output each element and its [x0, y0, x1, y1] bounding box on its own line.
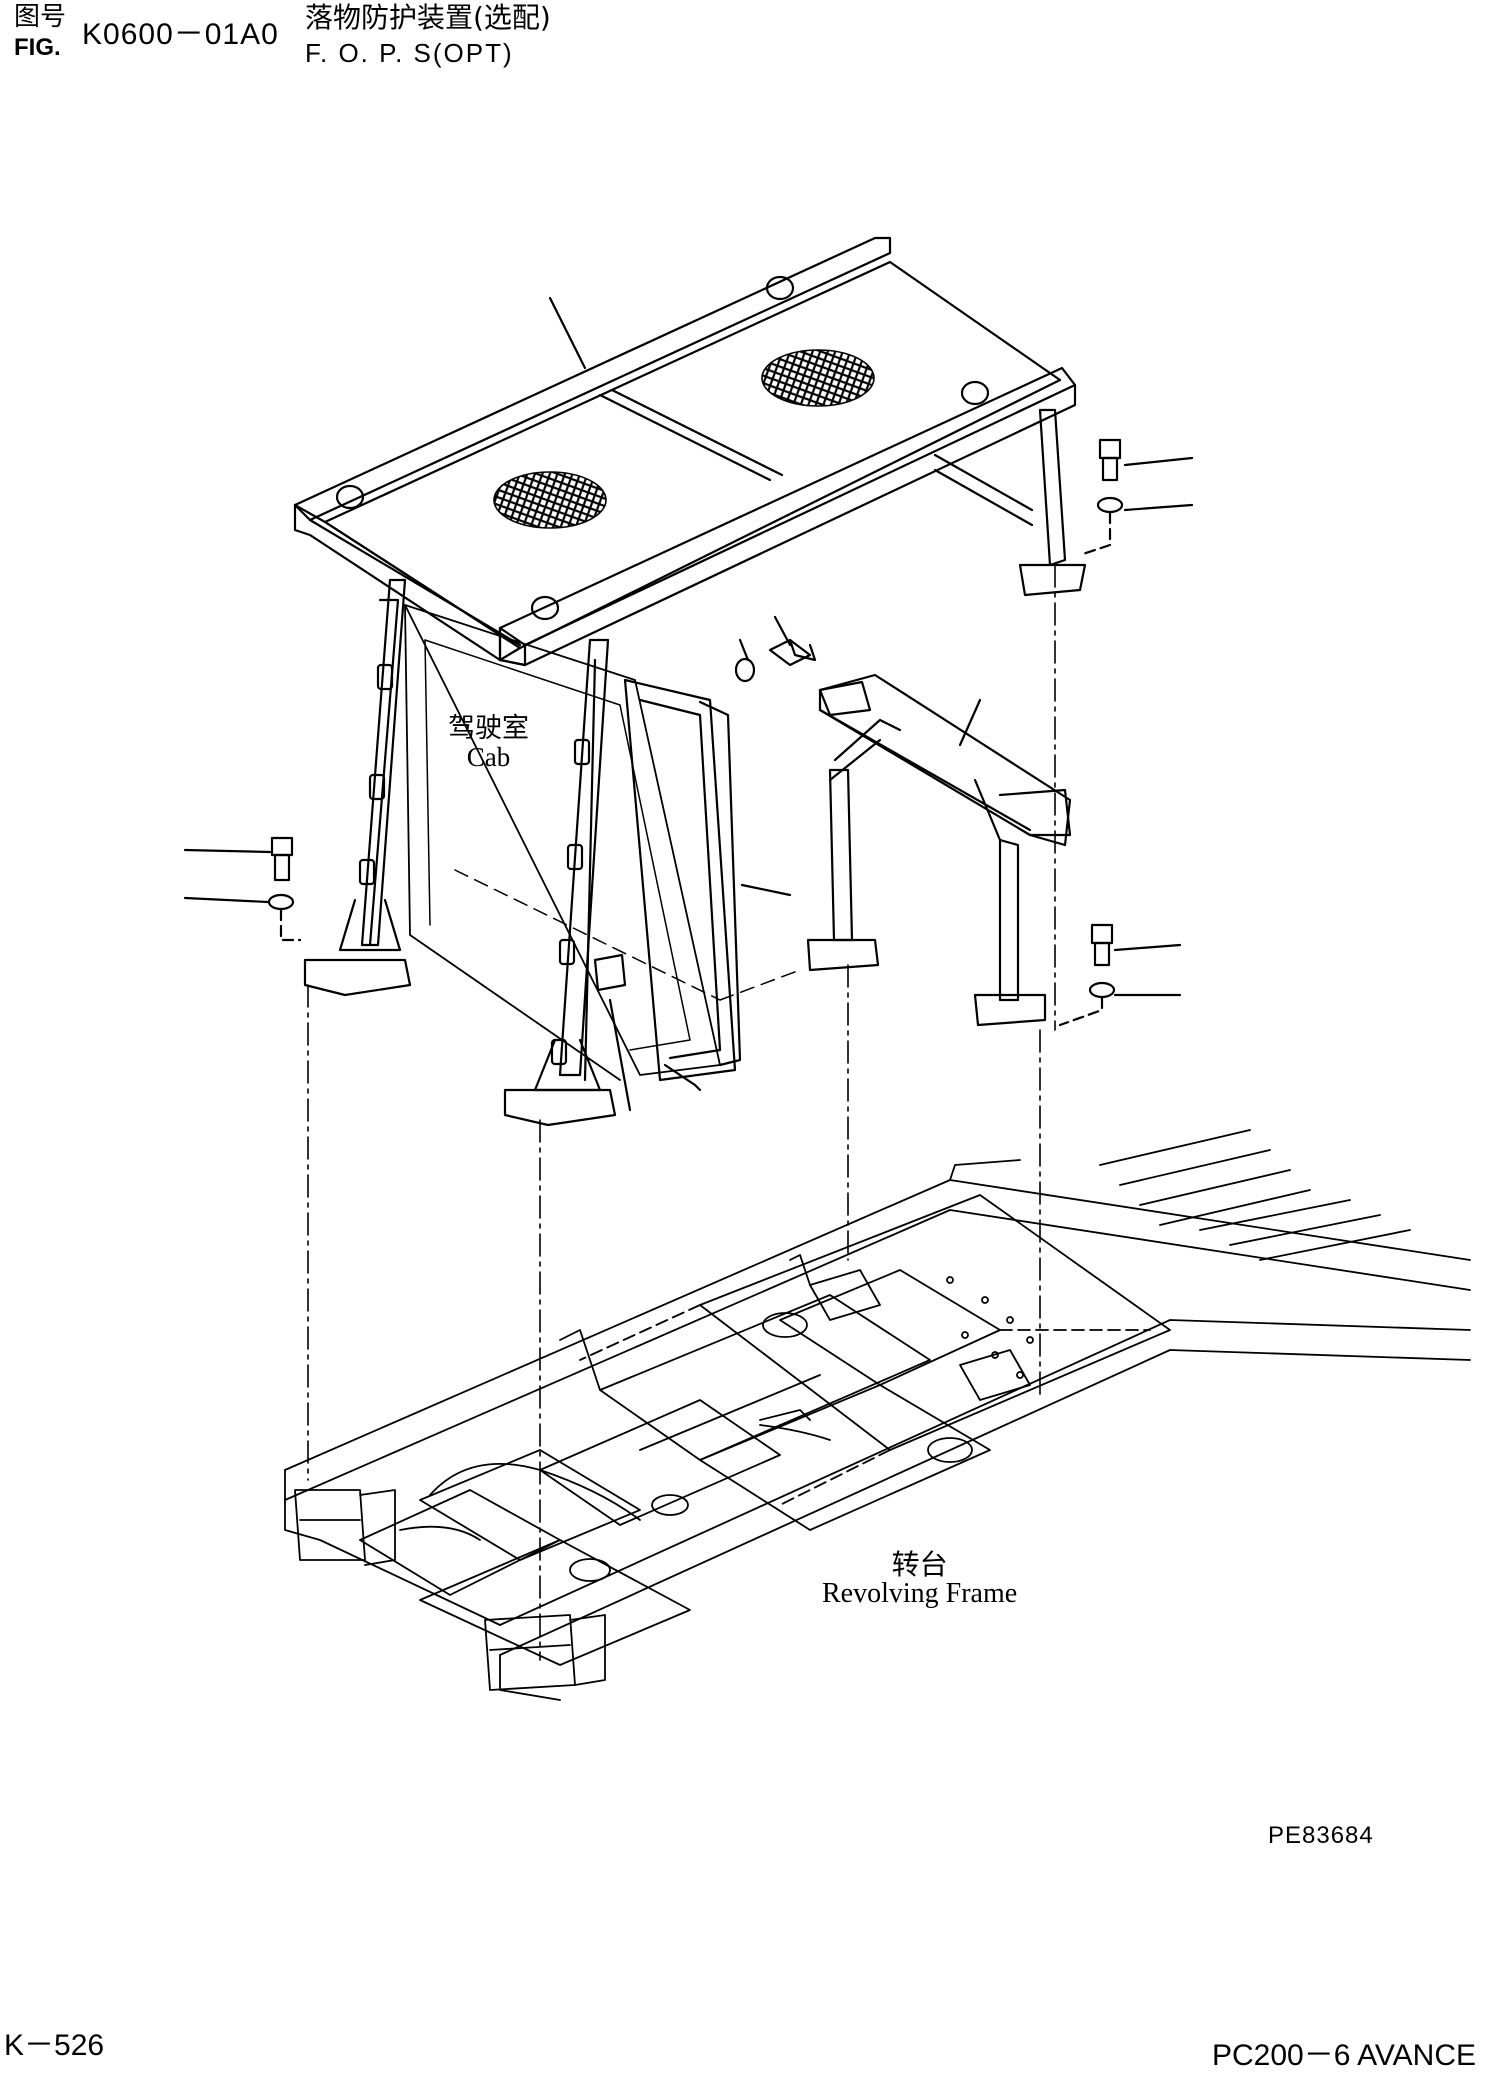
- revolving-frame: [284, 1129, 1471, 1701]
- revolving-frame-label: 转台 Revolving Frame: [822, 1550, 1017, 1609]
- title-english: F. O. P. S(OPT): [305, 38, 514, 68]
- fops-front-frame: [806, 673, 1072, 1027]
- page-number: K－526: [4, 2029, 105, 2062]
- cab-label-en: Cab: [466, 742, 511, 773]
- fig-number: K0600－01A0: [82, 18, 279, 51]
- drawing-number: PE83684: [1268, 1822, 1374, 1849]
- title-chinese: 落物防护装置(选配): [305, 1, 551, 34]
- fops-rear-stay: [933, 408, 1087, 597]
- fig-label-en: FIG.: [14, 34, 61, 61]
- cab-label: 驾驶室 Cab: [448, 713, 529, 773]
- cab-outline: [404, 604, 801, 1081]
- revolving-frame-label-cn: 转台: [891, 1548, 948, 1581]
- fops-roof-guard: [293, 236, 1077, 667]
- fops-left-pillars: [303, 578, 632, 1127]
- fig-label-cn: 图号: [14, 2, 67, 32]
- bolts-and-washers: [183, 438, 1194, 1027]
- cab-label-cn: 驾驶室: [448, 713, 529, 744]
- revolving-frame-label-en: Revolving Frame: [822, 1578, 1018, 1610]
- front-guard-panel: [623, 678, 792, 1092]
- model-name: PC200－6 AVANCE: [1212, 2039, 1477, 2072]
- alignment-lines: [307, 564, 1056, 1661]
